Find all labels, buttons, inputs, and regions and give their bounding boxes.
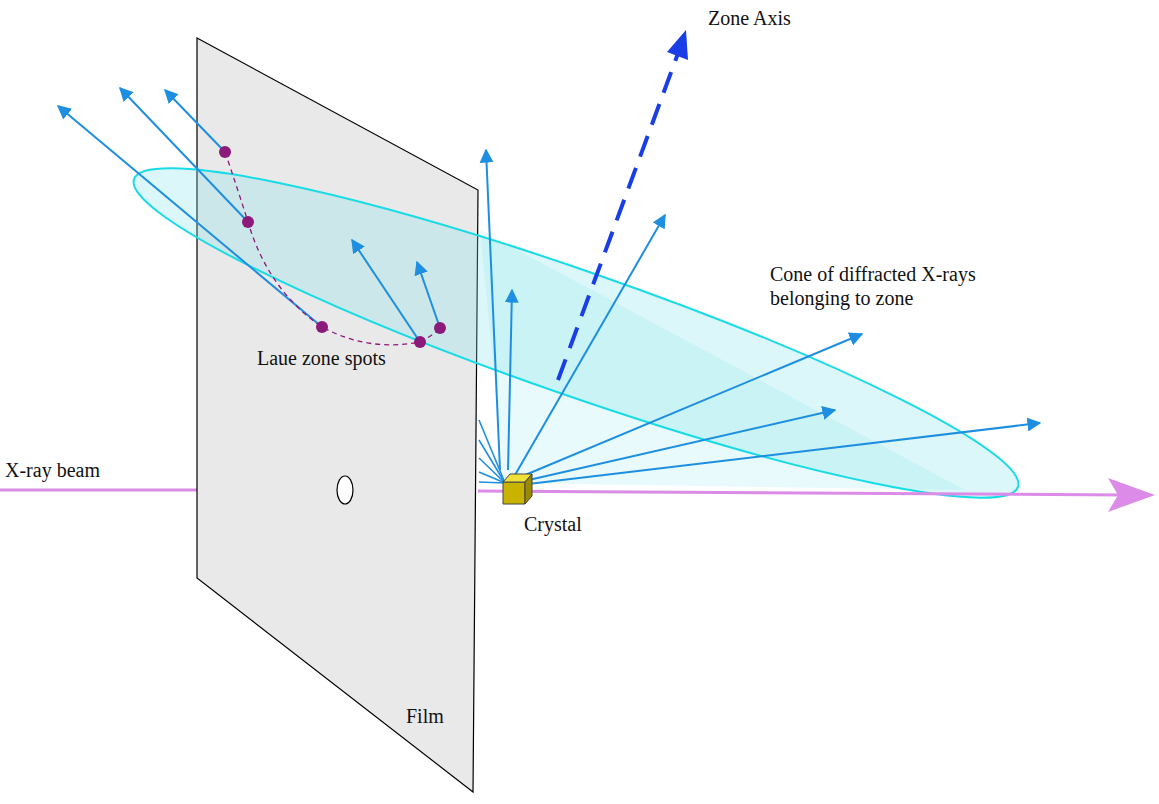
text-label: Cone of diffracted X-rays belonging to z… bbox=[770, 262, 982, 310]
beam-hole bbox=[337, 476, 353, 504]
zone-curve bbox=[225, 152, 440, 345]
text-label: Zone Axis bbox=[708, 6, 791, 30]
film bbox=[197, 38, 478, 792]
ray-fan bbox=[479, 420, 505, 483]
crystal-cube bbox=[503, 474, 532, 504]
diffracted-rays bbox=[58, 88, 1040, 485]
text-label: Film bbox=[406, 704, 444, 728]
zone-axis bbox=[558, 48, 680, 380]
laue-spots bbox=[219, 146, 446, 348]
text-label: Laue zone spots bbox=[257, 346, 386, 370]
xray-beam bbox=[478, 491, 1125, 495]
text-label: X-ray beam bbox=[5, 458, 100, 482]
beam-arrowhead bbox=[1108, 478, 1155, 512]
zone-axis-arrowhead bbox=[667, 30, 688, 60]
text-label: Crystal bbox=[524, 512, 582, 536]
